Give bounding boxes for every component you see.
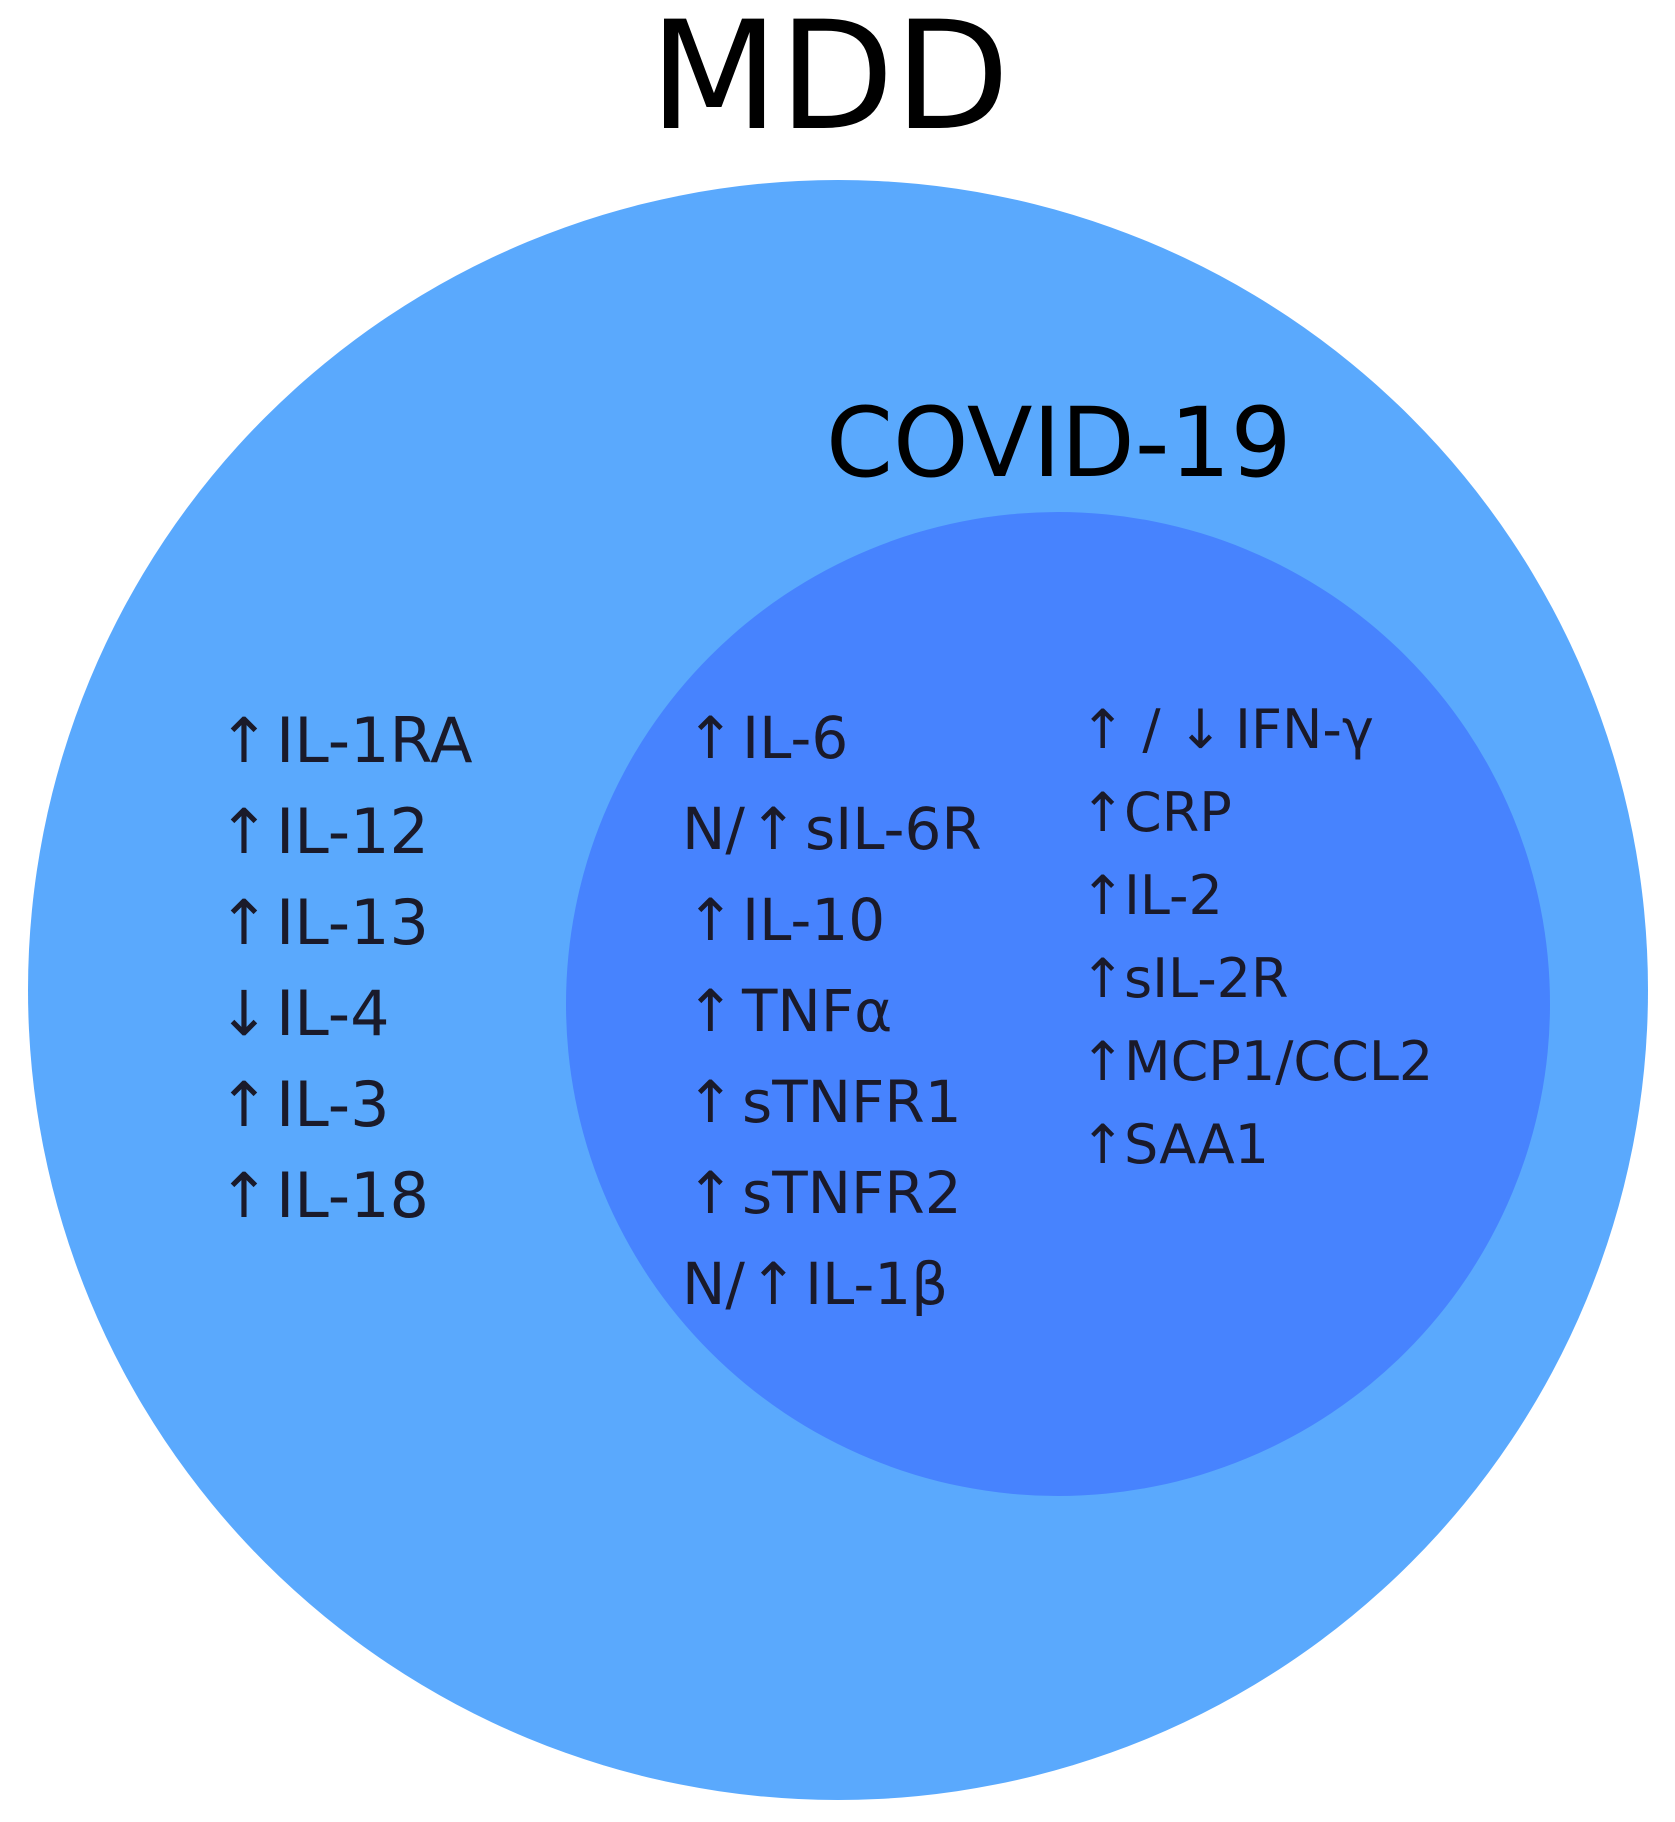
trend-arrow-icon: ↑ (218, 1068, 270, 1141)
list-item: ↑ SAA1 (1080, 1103, 1433, 1186)
list-item: ↑ sTNFR2 (682, 1148, 982, 1239)
trend-arrow-icon: ↑ (686, 1068, 735, 1136)
marker-label: IL-1RA (276, 704, 473, 777)
marker-label: IL-13 (276, 886, 430, 959)
list-item: ↑ sTNFR1 (682, 1057, 982, 1148)
list-item: ↑ MCP1/CCL2 (1080, 1020, 1433, 1103)
marker-label: IFN-γ (1235, 698, 1374, 761)
list-item: ↑ IL-3 (218, 1059, 473, 1150)
shared-marker-list: ↑ IL-6 N/ ↑ sIL-6R ↑ IL-10 ↑ TNFα ↑ sTNF… (682, 693, 982, 1330)
marker-label: CRP (1124, 781, 1232, 844)
trend-arrow-icon: ↑ (1080, 1113, 1126, 1176)
trend-arrow-icon: ↑ (686, 977, 735, 1045)
trend-arrow-icon: ↑ (218, 704, 270, 777)
covid-only-marker-list: ↑ / ↓ IFN-γ ↑ CRP ↑ IL-2 ↑ sIL-2R ↑ MCP1… (1080, 688, 1433, 1186)
marker-label: SAA1 (1124, 1113, 1270, 1176)
trend-arrow-icon: ↑ (218, 886, 270, 959)
list-item: ↓ IL-4 (218, 968, 473, 1059)
covid-19-title: COVID-19 (826, 387, 1292, 499)
trend-arrow-icon: ↑ (1080, 1030, 1126, 1093)
list-item: ↑ / ↓ IFN-γ (1080, 688, 1433, 771)
marker-label: IL-6 (742, 704, 849, 772)
trend-arrow-icon: ↑ (686, 704, 735, 772)
marker-prefix: N/ (682, 1250, 745, 1318)
list-item: ↑ IL-12 (218, 786, 473, 877)
list-item: ↑ IL-2 (1080, 854, 1433, 937)
marker-label: TNFα (742, 977, 893, 1045)
marker-label: IL-10 (742, 886, 886, 954)
trend-arrow-icon: ↑ (748, 795, 798, 863)
marker-label: IL-12 (276, 795, 430, 868)
marker-label: sTNFR2 (742, 1159, 962, 1227)
list-item: ↑ IL-1RA (218, 695, 473, 786)
trend-arrow-icon: ↑ (218, 1159, 270, 1232)
trend-arrow-icon: ↑ (686, 1159, 735, 1227)
marker-label: IL-4 (276, 977, 390, 1050)
list-item: ↑ CRP (1080, 771, 1433, 854)
trend-arrow-icon: ↑ (686, 886, 735, 954)
marker-label: sIL-2R (1124, 947, 1289, 1010)
list-item: ↑ IL-6 (682, 693, 982, 784)
list-item: ↑ IL-18 (218, 1150, 473, 1241)
trend-arrow-icon: ↑ (1080, 947, 1126, 1010)
marker-label: IL-3 (276, 1068, 390, 1141)
trend-arrow-icon: ↓ (218, 977, 270, 1050)
list-item: N/ ↑ sIL-6R (682, 784, 982, 875)
marker-label: sTNFR1 (742, 1068, 962, 1136)
list-item: N/ ↑ IL-1β (682, 1239, 982, 1330)
mdd-only-marker-list: ↑ IL-1RA ↑ IL-12 ↑ IL-13 ↓ IL-4 ↑ IL-3 ↑… (218, 695, 473, 1241)
trend-arrow-icon: ↑ (1080, 781, 1126, 844)
trend-arrow-icon: ↑ (748, 1250, 798, 1318)
marker-label: IL-2 (1124, 864, 1223, 927)
marker-prefix: N/ (682, 795, 745, 863)
list-item: ↑ sIL-2R (1080, 937, 1433, 1020)
trend-arrow-icon: ↑ (1080, 864, 1126, 927)
trend-arrow-icon: ↑ / ↓ (1080, 698, 1224, 761)
marker-label: sIL-6R (804, 795, 982, 863)
marker-label: IL-1β (804, 1250, 949, 1318)
mdd-title: MDD (649, 0, 1010, 164)
trend-arrow-icon: ↑ (218, 795, 270, 868)
marker-label: MCP1/CCL2 (1124, 1030, 1434, 1093)
list-item: ↑ IL-13 (218, 877, 473, 968)
list-item: ↑ TNFα (682, 966, 982, 1057)
list-item: ↑ IL-10 (682, 875, 982, 966)
marker-label: IL-18 (276, 1159, 430, 1232)
covid-19-circle (566, 512, 1550, 1496)
